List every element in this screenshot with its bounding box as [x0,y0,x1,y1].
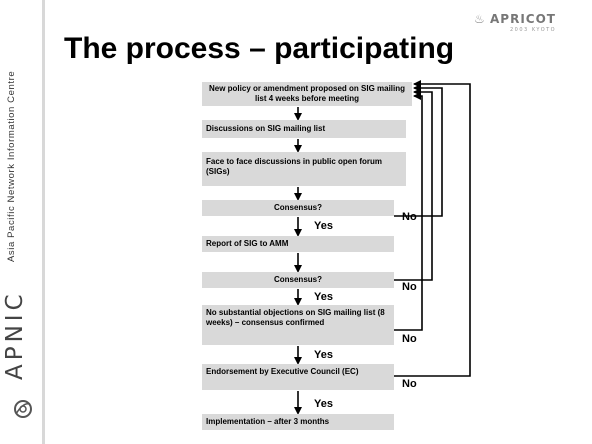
flow-step-2: Discussions on SIG mailing list [202,120,406,138]
conference-logo: ♨ APRICOT 2003 KYOTO [472,12,576,40]
yes-label: Yes [314,349,333,361]
flow-step-consensus-2: Consensus? [202,272,394,288]
no-label: No [402,281,417,293]
pagoda-icon: ♨ [474,12,485,26]
conference-logo-subtitle: 2003 KYOTO [510,27,557,33]
no-label: No [402,378,417,390]
conference-logo-name: APRICOT [490,12,556,26]
flow-step-5: Report of SIG to AMM [202,236,394,252]
flow-step-consensus-1: Consensus? [202,200,394,216]
yes-label: Yes [314,291,333,303]
flow-step-3: Face to face discussions in public open … [202,152,406,186]
flow-step-8: Endorsement by Executive Council (EC) [202,364,394,390]
yes-label: Yes [314,398,333,410]
apnic-logo-icon [14,400,32,418]
flow-step-7: No substantial objections on SIG mailing… [202,305,394,345]
yes-label: Yes [314,220,333,232]
no-label: No [402,211,417,223]
sidebar: Asia Pacific Network Information Centre … [0,0,46,444]
slide-title: The process – participating [64,32,455,65]
flow-step-1: New policy or amendment proposed on SIG … [202,82,412,106]
flow-step-9: Implementation – after 3 months [202,414,394,430]
no-label: No [402,333,417,345]
sidebar-divider [42,0,45,444]
